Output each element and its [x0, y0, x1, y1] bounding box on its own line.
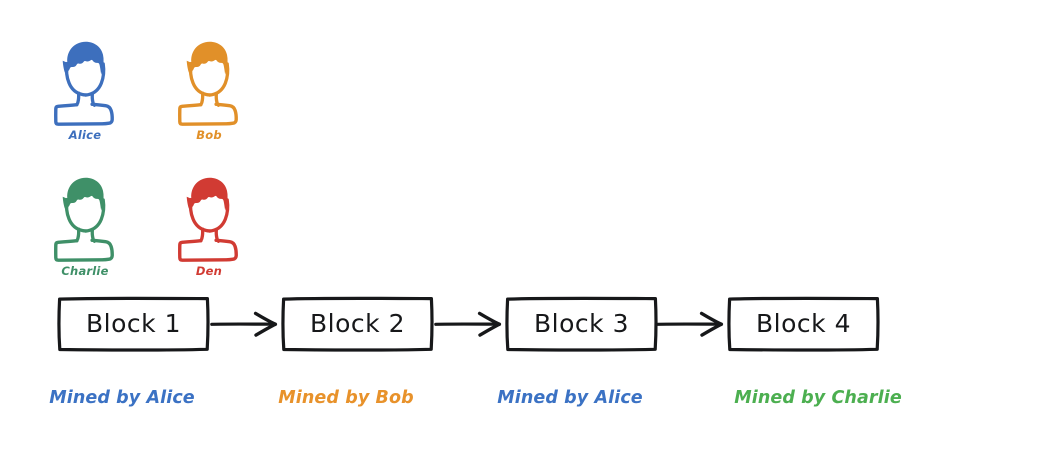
block-node[interactable]: Block 4 — [727, 296, 880, 352]
person-icon — [172, 172, 258, 264]
arrow-right-icon — [210, 310, 284, 338]
participant-label: Charlie — [61, 264, 109, 278]
participant-charlie: Charlie — [48, 172, 134, 284]
block-node[interactable]: Block 3 — [505, 296, 658, 352]
person-icon — [48, 172, 134, 264]
participant-label: Alice — [68, 128, 102, 142]
participant-label: Bob — [196, 128, 222, 142]
block-label: Block 2 — [310, 308, 405, 338]
arrow-right-icon — [656, 310, 730, 338]
participant-alice: Alice — [48, 36, 134, 148]
block-node[interactable]: Block 2 — [281, 296, 434, 352]
block-outline — [57, 296, 210, 352]
block-miner-caption: Mined by Charlie — [734, 388, 902, 408]
block-miner-caption: Mined by Alice — [497, 388, 643, 408]
participant-den: Den — [172, 172, 258, 284]
person-icon — [172, 36, 258, 128]
person-icon — [48, 36, 134, 128]
participant-label: Den — [195, 264, 223, 278]
block-miner-caption: Mined by Alice — [49, 388, 195, 408]
block-outline — [281, 296, 434, 352]
arrow-right-icon — [434, 310, 508, 338]
block-miner-caption: Mined by Bob — [278, 388, 414, 408]
block-node[interactable]: Block 1 — [57, 296, 210, 352]
block-outline — [727, 296, 880, 352]
participant-bob: Bob — [172, 36, 258, 148]
block-label: Block 4 — [756, 308, 851, 338]
block-label: Block 3 — [534, 308, 629, 338]
block-outline — [505, 296, 658, 352]
blockchain-row: Block 1 Mined by Alice Block 2 Mined by Bob… — [0, 296, 1046, 436]
block-label: Block 1 — [86, 308, 181, 338]
